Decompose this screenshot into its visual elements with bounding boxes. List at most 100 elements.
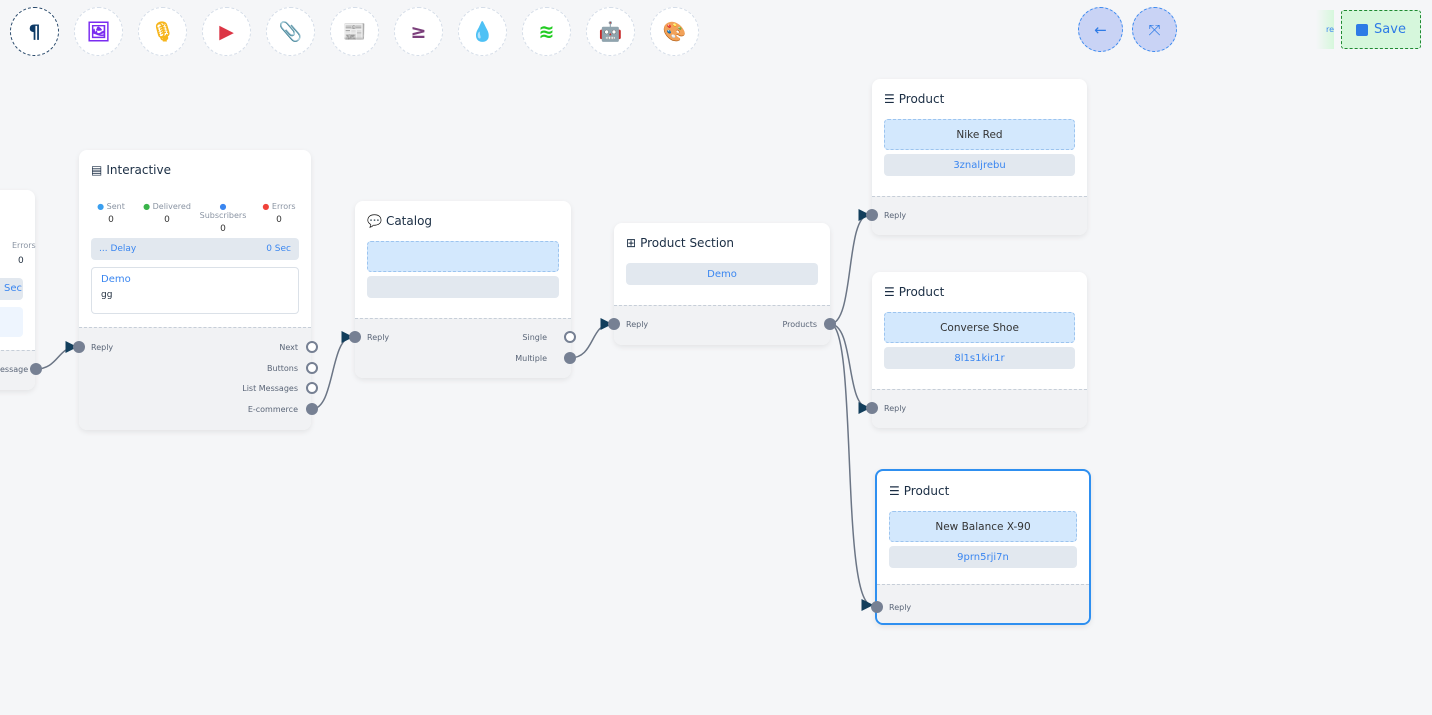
node-title: Interactive xyxy=(106,163,171,177)
output-port[interactable] xyxy=(306,382,318,394)
stack-icon: ≋ xyxy=(538,20,555,43)
save-label: Save xyxy=(1374,22,1406,37)
tool-button[interactable]: ≋ xyxy=(522,7,571,56)
tool-button[interactable]: 📰 xyxy=(330,7,379,56)
stat-icon: ● xyxy=(262,202,270,211)
output-port[interactable] xyxy=(306,402,318,415)
paragraph-icon: ¶ xyxy=(28,20,41,43)
catalog-node[interactable]: 💬Catalog Reply Single Multiple xyxy=(349,201,576,378)
stat-value: 0 xyxy=(164,215,170,225)
delay-label: ... Delay xyxy=(99,244,137,254)
save-button[interactable]: Save xyxy=(1341,10,1421,49)
partial-button[interactable]: re xyxy=(1316,10,1334,49)
product-code: 3znaljrebu xyxy=(884,154,1075,176)
partial-node[interactable]: Errors 0 Sec essage xyxy=(0,190,42,390)
product-name[interactable]: Converse Shoe xyxy=(884,312,1075,343)
tool-button[interactable]: ¶ xyxy=(10,7,59,56)
message-box xyxy=(0,307,23,337)
edge xyxy=(311,331,354,410)
drop-icon: 💧 xyxy=(470,21,495,43)
back-button[interactable]: ← xyxy=(1078,7,1123,52)
product-node[interactable]: ☰Product Converse Shoe 8l1s1kir1r Reply xyxy=(866,272,1087,428)
stat-value: 0 xyxy=(276,215,282,225)
product-section-node[interactable]: ⊞Product Section Demo Reply Products xyxy=(608,223,836,345)
stat-label: Sent xyxy=(106,202,125,211)
tool-button[interactable]: ▶ xyxy=(202,7,251,56)
output-port-products[interactable] xyxy=(824,318,836,330)
stat-icon: ● xyxy=(143,202,151,211)
output-port-multiple[interactable] xyxy=(564,352,576,364)
newspaper-icon: 📰 xyxy=(342,21,367,43)
port-label: essage xyxy=(0,365,29,374)
robot-icon: 🤖 xyxy=(598,21,623,43)
product-node[interactable]: ☰Product Nike Red 3znaljrebu Reply xyxy=(866,79,1087,235)
table-icon: ⊞ xyxy=(626,236,637,250)
tool-button[interactable]: 🤖 xyxy=(586,7,635,56)
catalog-item[interactable] xyxy=(367,241,559,272)
input-port[interactable] xyxy=(73,341,85,353)
output-port[interactable] xyxy=(306,341,318,353)
port-label: Reply xyxy=(367,333,390,342)
fit-view-button[interactable]: ⤧ xyxy=(1132,7,1177,52)
node-title: Product Section xyxy=(640,236,735,250)
section-item[interactable]: Demo xyxy=(626,263,818,285)
product-code: 8l1s1kir1r xyxy=(884,347,1075,369)
product-code: 9prn5rji7n xyxy=(889,546,1077,568)
port-label: List Messages xyxy=(242,384,298,393)
port-label: Reply xyxy=(884,404,907,413)
node-title: Catalog xyxy=(385,214,433,228)
youtube-icon: ▶ xyxy=(219,20,234,43)
delay-bar[interactable]: ... Delay 0 Sec xyxy=(91,238,299,260)
tool-button[interactable]: 💧 xyxy=(458,7,507,56)
arrow-left-icon: ← xyxy=(1094,20,1107,39)
stat-value: 0 xyxy=(108,215,114,225)
output-port-single[interactable] xyxy=(564,331,576,343)
port-label: Buttons xyxy=(267,363,298,373)
input-port[interactable] xyxy=(866,209,878,221)
message-card[interactable]: Demo gg xyxy=(91,267,299,314)
input-port[interactable] xyxy=(871,601,883,613)
product-name[interactable]: New Balance X-90 xyxy=(889,511,1077,542)
message-body: gg xyxy=(101,290,113,300)
tool-button[interactable]: ≥ xyxy=(394,7,443,56)
tool-button[interactable]: 📎 xyxy=(266,7,315,56)
tool-button[interactable]: 🖼 xyxy=(74,7,123,56)
tool-button[interactable]: 🎨 xyxy=(650,7,699,56)
input-port[interactable] xyxy=(608,318,620,330)
stat-icon: ● xyxy=(97,202,105,211)
stat-icon: ● xyxy=(219,202,227,211)
node-title: Product xyxy=(898,285,945,299)
greater-equal-icon: ≥ xyxy=(410,20,427,43)
delay-value: 0 Sec xyxy=(266,244,291,254)
port-label: Products xyxy=(782,320,817,329)
edge xyxy=(569,318,613,359)
port-label: Next xyxy=(279,343,298,352)
edge xyxy=(35,341,78,370)
errors-value: 0 xyxy=(18,256,24,266)
errors-label: Errors xyxy=(12,241,36,250)
microphone-icon: 🎙 xyxy=(150,21,175,43)
paperclip-icon: 📎 xyxy=(278,21,303,43)
stat-label: Subscribers xyxy=(199,211,247,220)
output-port[interactable] xyxy=(30,363,42,375)
port-label: Reply xyxy=(91,343,114,352)
list-icon: ☰ xyxy=(884,92,895,106)
floppy-icon xyxy=(1356,23,1369,36)
input-port[interactable] xyxy=(349,331,361,343)
output-port[interactable] xyxy=(306,361,318,374)
catalog-code xyxy=(367,276,559,298)
product-name[interactable]: Nike Red xyxy=(884,119,1075,150)
edge xyxy=(829,323,874,611)
stat-sent: ● Sent 0 xyxy=(86,202,136,225)
input-port[interactable] xyxy=(866,402,878,414)
list-icon: ☰ xyxy=(884,285,895,299)
port-label: E-commerce xyxy=(247,404,298,414)
list-icon: ☰ xyxy=(889,484,900,498)
product-node[interactable]: ☰Product New Balance X-90 9prn5rji7n Rep… xyxy=(871,469,1091,625)
node-title: Product xyxy=(903,484,950,498)
tool-button[interactable]: 🎙 xyxy=(138,7,187,56)
edge xyxy=(829,209,871,325)
